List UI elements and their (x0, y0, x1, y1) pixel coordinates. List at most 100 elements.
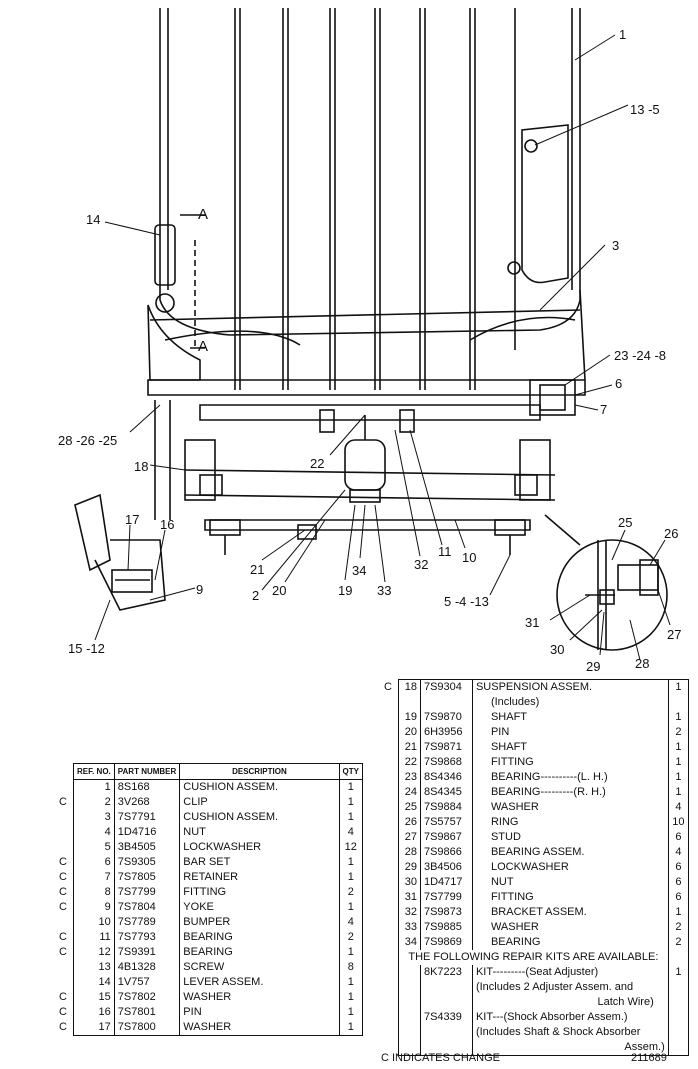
kit1-description: KIT---------(Seat Adjuster) (472, 965, 669, 980)
ref-no: 12 (73, 945, 115, 960)
change-mark: C (59, 991, 67, 1003)
description: RETAINER (179, 870, 340, 885)
part-number: 7S7802 (114, 990, 181, 1005)
change-mark (378, 830, 399, 845)
change-mark (378, 845, 399, 860)
ref-no: 1 (73, 779, 115, 795)
description: LOCKWASHER (472, 860, 669, 875)
quantity: 1 (668, 740, 690, 755)
part-number: 1D4716 (114, 825, 181, 840)
ref-no: 14 (73, 975, 115, 990)
ref-no: 9 (73, 900, 115, 915)
change-mark (378, 740, 399, 755)
description: FITTING (472, 890, 669, 905)
change-mark: C (59, 1021, 67, 1033)
callout-33: 33 (377, 583, 392, 598)
callout-9: 9 (196, 582, 204, 597)
change-mark: C (59, 796, 67, 808)
kit1-qty: 1 (668, 965, 690, 980)
callout-29: 29 (586, 659, 601, 674)
callout-a-top: A (198, 206, 209, 223)
part-number: 4B1328 (114, 960, 181, 975)
quantity: 2 (339, 885, 364, 900)
description: BEARING ASSEM. (472, 845, 669, 860)
description: SCREW (179, 960, 340, 975)
description: BUMPER (179, 915, 340, 930)
part-number: 3V268 (114, 795, 181, 810)
callout-6: 6 (615, 376, 623, 391)
change-mark (378, 725, 399, 740)
change-mark (378, 920, 399, 935)
description: YOKE (179, 900, 340, 915)
ref-no: 32 (398, 905, 421, 920)
callout-2: 2 (252, 588, 260, 603)
quantity: 1 (339, 990, 364, 1005)
change-mark (378, 875, 399, 890)
ref-no: 10 (73, 915, 115, 930)
change-mark (53, 810, 74, 825)
change-mark (53, 825, 74, 840)
description: NUT (179, 825, 340, 840)
change-mark: C (59, 1006, 67, 1018)
callout-14: 14 (86, 212, 101, 227)
part-number: 7S9866 (420, 845, 473, 860)
quantity: 1 (339, 1005, 364, 1020)
ref-no: 7 (73, 870, 115, 885)
ref-no: 20 (398, 725, 421, 740)
part-number: 7S5757 (420, 815, 473, 830)
callout-26: 26 (664, 526, 679, 541)
col-description: DESCRIPTION (179, 763, 340, 780)
quantity: 2 (668, 725, 690, 740)
part-number: 7S9869 (420, 935, 473, 950)
ref-no: 23 (398, 770, 421, 785)
description: CUSHION ASSEM. (179, 779, 340, 795)
description: BEARING---------(R. H.) (472, 785, 669, 800)
description: SUSPENSION ASSEM. (472, 679, 669, 695)
part-number: 7S7800 (114, 1020, 181, 1036)
description: LOCKWASHER (179, 840, 340, 855)
callout-7: 7 (600, 402, 608, 417)
kit1-part-number: 8K7223 (420, 965, 473, 980)
ref-no: 24 (398, 785, 421, 800)
quantity: 1 (339, 810, 364, 825)
change-mark (378, 800, 399, 815)
callout-5-4-13: 5 -4 -13 (444, 594, 489, 609)
col-part-number: PART NUMBER (113, 763, 181, 780)
col-ref-no: REF. NO. (73, 763, 115, 780)
part-number: 7S9873 (420, 905, 473, 920)
description: SHAFT (472, 710, 669, 725)
ref-no: 2 (73, 795, 115, 810)
quantity: 1 (668, 710, 690, 725)
ref-no: 8 (73, 885, 115, 900)
change-note: C INDICATES CHANGE (381, 1052, 500, 1064)
part-number: 8S4346 (420, 770, 473, 785)
part-number: 1V757 (114, 975, 181, 990)
change-mark (378, 935, 399, 950)
description: CUSHION ASSEM. (179, 810, 340, 825)
quantity (668, 695, 690, 710)
ref-no: 19 (398, 710, 421, 725)
callout-15-12: 15 -12 (68, 641, 105, 656)
description: FITTING (179, 885, 340, 900)
part-number: 7S9868 (420, 755, 473, 770)
change-mark (378, 785, 399, 800)
quantity: 4 (668, 845, 690, 860)
change-mark: C (59, 931, 67, 943)
quantity: 1 (668, 679, 690, 695)
part-number: 8S4345 (420, 785, 473, 800)
change-mark (53, 960, 74, 975)
part-number: 7S9391 (114, 945, 181, 960)
description: BEARING (179, 945, 340, 960)
